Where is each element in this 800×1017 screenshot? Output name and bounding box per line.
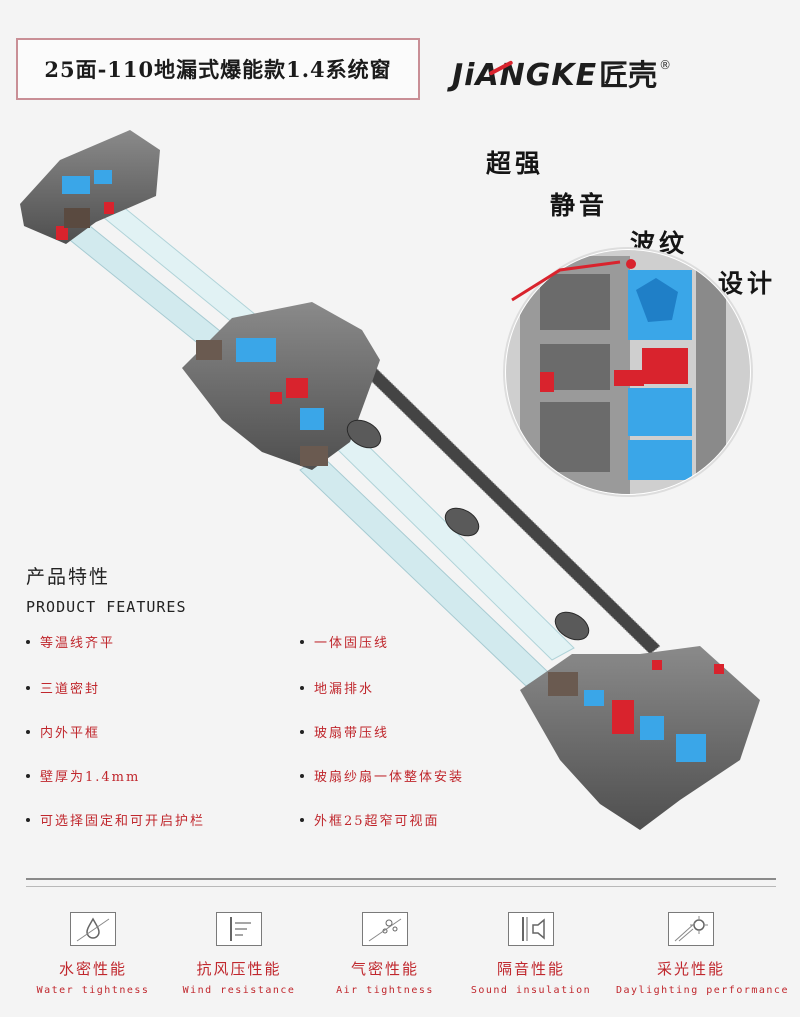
bullet-icon [300, 685, 304, 690]
bullet-icon [300, 773, 304, 778]
features-heading-cn: 产品特性 [26, 566, 111, 588]
profile-middle [182, 302, 380, 470]
bullet-icon [26, 685, 30, 690]
slogan-line-2: 静音 [550, 191, 609, 220]
bullet-icon [300, 729, 304, 734]
magnified-detail [503, 247, 753, 497]
feature-label: 玻扇纱扇一体整体安装 [314, 770, 465, 785]
title-box: 25面-110地漏式爆能款1.4系统窗 [16, 38, 420, 100]
performance-label-cn: 水密性能 [58, 960, 127, 978]
bullet-icon [26, 817, 30, 822]
window-profile-illustration [20, 130, 760, 830]
slogan-line-1: 超强 [486, 149, 545, 178]
sun-icon [668, 912, 714, 946]
bullet-icon [300, 817, 304, 822]
divider [26, 878, 776, 880]
feature-label: 等温线齐平 [40, 636, 116, 651]
registered-mark: ® [659, 58, 672, 72]
feature-label: 一体固压线 [314, 636, 390, 651]
bullet-icon [26, 729, 30, 734]
feature-item: 玻扇纱扇一体整体安装 [300, 766, 464, 785]
performance-label-cn: 气密性能 [350, 960, 419, 978]
wind-icon [216, 912, 262, 946]
performance-label-en: Sound insulation [470, 985, 592, 996]
feature-item: 内外平框 [26, 722, 100, 741]
feature-item: 可选择固定和可开启护栏 [26, 810, 205, 829]
brand-logo: JiANGKE 匠壳 ® [452, 52, 671, 94]
profile-bottom-right [520, 646, 760, 830]
performance-item: 隔音性能 Sound insulation [456, 912, 606, 996]
feature-item: 地漏排水 [300, 678, 374, 697]
brand-name-cn: 匠壳 [599, 58, 658, 92]
feature-item: 等温线齐平 [26, 632, 115, 651]
slogan-line-4: 设计 [718, 269, 777, 298]
seal-tubes [346, 419, 590, 641]
product-title: 25面-110地漏式爆能款1.4系统窗 [44, 57, 392, 82]
glass-panes [59, 195, 575, 687]
performance-item: 水密性能 Water tightness [18, 912, 168, 996]
performance-label-en: Daylighting performance [616, 985, 789, 996]
water-drop-icon [70, 912, 116, 946]
feature-item: 三道密封 [26, 678, 100, 697]
performance-item: 抗风压性能 Wind resistance [164, 912, 314, 996]
feature-item: 一体固压线 [300, 632, 389, 651]
performance-item: 采光性能 Daylighting performance [616, 912, 789, 996]
performance-label-cn: 采光性能 [656, 960, 725, 978]
speaker-icon [508, 912, 554, 946]
feature-label: 三道密封 [40, 682, 101, 697]
brand-name-latin: JiANGKE [452, 58, 598, 93]
bullet-icon [26, 639, 30, 644]
feature-label: 玻扇带压线 [314, 726, 390, 741]
profile-top-left [20, 130, 160, 244]
feature-item: 玻扇带压线 [300, 722, 389, 741]
feature-label: 内外平框 [40, 726, 101, 741]
performance-label-cn: 抗风压性能 [196, 960, 282, 978]
performance-label-en: Water tightness [36, 985, 150, 996]
performance-label-cn: 隔音性能 [496, 960, 565, 978]
bullet-icon [300, 639, 304, 644]
performance-item: 气密性能 Air tightness [310, 912, 460, 996]
feature-label: 壁厚为1.4mm [40, 770, 141, 785]
feature-label: 外框25超窄可视面 [314, 814, 440, 829]
performance-label-en: Wind resistance [182, 985, 296, 996]
feature-label: 可选择固定和可开启护栏 [40, 814, 206, 829]
feature-item: 壁厚为1.4mm [26, 766, 140, 785]
performance-label-en: Air tightness [336, 985, 434, 996]
bullet-icon [26, 773, 30, 778]
air-bubbles-icon [362, 912, 408, 946]
feature-item: 外框25超窄可视面 [300, 810, 440, 829]
features-heading-en: PRODUCT FEATURES [26, 598, 187, 616]
divider [26, 886, 776, 887]
feature-label: 地漏排水 [314, 682, 375, 697]
